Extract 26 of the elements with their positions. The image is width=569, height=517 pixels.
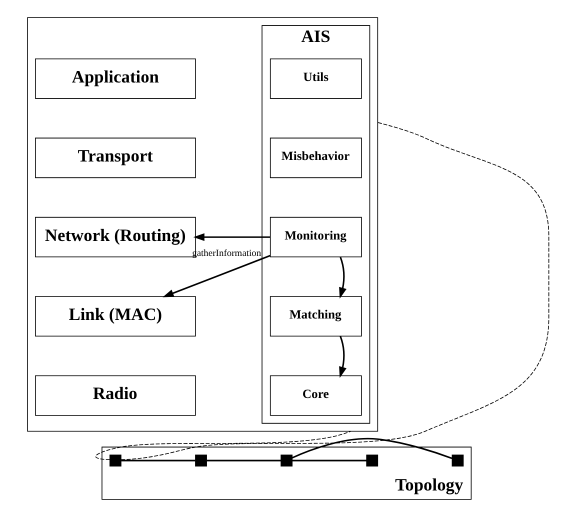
node-box: Radio: [34, 375, 196, 416]
connector: [120, 122, 549, 460]
node-box: Misbehavior: [269, 138, 362, 178]
node-box: Application: [34, 58, 196, 99]
node-box: [109, 454, 121, 466]
arrow: [192, 233, 270, 241]
connector: [291, 438, 452, 460]
arrow: [162, 254, 270, 298]
node-box: [366, 454, 378, 466]
cluster: [26, 17, 378, 432]
arrow: [338, 256, 346, 299]
cluster: Topology: [101, 446, 472, 500]
node-box: [194, 454, 206, 466]
connector: [292, 460, 366, 462]
node-box: [451, 454, 464, 466]
connector: [206, 460, 280, 462]
node-box: Monitoring: [269, 216, 362, 258]
node-box: [280, 454, 292, 466]
node-box: Matching: [269, 296, 362, 337]
node-box: Utils: [269, 58, 362, 99]
connector: [120, 460, 195, 462]
arrow: [338, 336, 346, 378]
connector: [94, 430, 351, 460]
node-box: Link (MAC): [34, 296, 196, 337]
node-box: Transport: [34, 138, 196, 178]
node-box: Core: [269, 375, 362, 416]
